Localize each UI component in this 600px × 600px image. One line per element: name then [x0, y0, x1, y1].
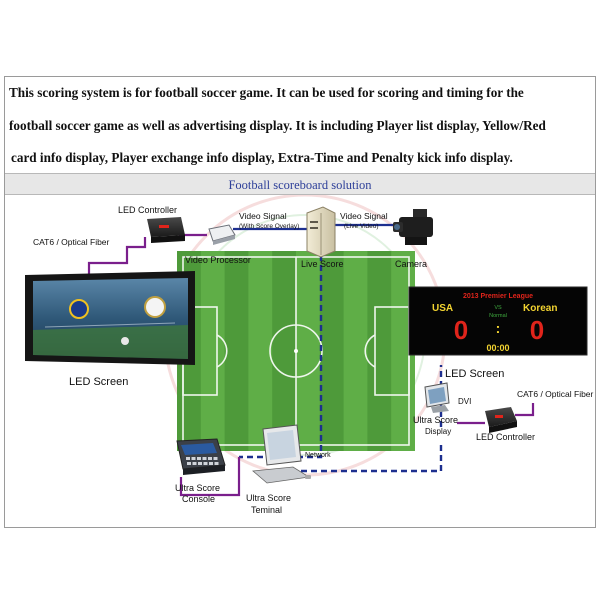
console-key: [198, 462, 202, 465]
ultra-score-terminal-label-1: Ultra Score: [246, 493, 291, 503]
video-signal-overlay-label-2: (With Score Overlay): [239, 223, 299, 230]
console-key: [203, 462, 208, 465]
console-key: [186, 457, 190, 460]
video-processor-label: Video Processor: [185, 255, 251, 265]
console-key: [202, 457, 207, 460]
live-score-server: [306, 206, 336, 258]
led-screen-left-label: LED Screen: [69, 376, 128, 388]
field-stripe: [200, 251, 225, 451]
led-controller-left: [147, 217, 185, 243]
console-key: [208, 457, 212, 460]
video-signal-live-label-1: Video Signal: [340, 211, 388, 221]
console-key: [213, 457, 218, 460]
ultra-score-display: [424, 382, 450, 413]
console-key: [209, 462, 213, 465]
scoreboard-score-away: 0: [530, 315, 544, 345]
live-score-label: Live Score: [301, 259, 344, 269]
ultra-score-console: [176, 438, 226, 475]
intro-line-3: card info display, Player exchange info …: [11, 150, 513, 165]
scoreboard-period: Normal: [489, 313, 507, 319]
camera-label: Camera: [395, 259, 427, 269]
console-key: [197, 457, 201, 460]
football-field: [177, 251, 415, 451]
field-stripe: [343, 251, 368, 451]
section-title: Football scoreboard solution: [228, 178, 372, 192]
led-screen-right-label: LED Screen: [445, 368, 504, 380]
scoreboard-team-home: USA: [432, 303, 453, 314]
console-key: [214, 462, 219, 465]
cat6-left-label: CAT6 / Optical Fiber: [33, 237, 110, 247]
led-controller-right-label: LED Controller: [476, 432, 535, 442]
video-processor: [208, 224, 236, 245]
scoreboard-diagram: LED Controller CAT6 / Optical Fiber Vide…: [5, 193, 595, 527]
camera-icon: [393, 209, 433, 245]
led-scoreboard: [408, 286, 588, 356]
network-label: Network: [305, 452, 331, 459]
scoreboard-team-away: Korean: [523, 303, 557, 314]
scoreboard-clock: 00:00: [486, 343, 509, 353]
intro-line-2: football soccer game as well as advertis…: [9, 118, 546, 133]
ultra-score-console-label-2: Console: [182, 494, 215, 504]
scoreboard-league: 2013 Premier League: [463, 293, 533, 300]
dvi-label: DVI: [458, 397, 471, 406]
intro-line-1: This scoring system is for football socc…: [9, 85, 524, 100]
scoreboard-vs: VS: [494, 305, 502, 311]
cat6-right-label: CAT6 / Optical Fiber: [517, 389, 594, 399]
console-key: [191, 457, 196, 460]
scoreboard-colon: :: [496, 320, 501, 336]
field-stripe: [296, 251, 320, 451]
ultra-score-console-label-1: Ultra Score: [175, 483, 220, 493]
ultra-score-display-label-2: Display: [425, 427, 451, 436]
led-screen-left: [25, 271, 195, 365]
intro-text: This scoring system is for football socc…: [5, 77, 595, 173]
ultra-score-display-label-1: Ultra Score: [413, 415, 458, 425]
ultra-score-terminal: [252, 424, 311, 484]
scoreboard-score-home: 0: [454, 315, 468, 345]
video-signal-live-label-2: (Live Video): [344, 223, 379, 230]
led-controller-left-label: LED Controller: [118, 205, 177, 215]
led-controller-right: [485, 407, 517, 433]
video-signal-overlay-label-1: Video Signal: [239, 211, 287, 221]
console-key: [192, 462, 197, 465]
ultra-score-terminal-label-2: Teminal: [251, 505, 282, 515]
content-frame: This scoring system is for football socc…: [4, 76, 596, 528]
console-key: [187, 462, 191, 465]
field-stripe: [248, 251, 273, 451]
section-header: Football scoreboard solution: [5, 173, 595, 195]
